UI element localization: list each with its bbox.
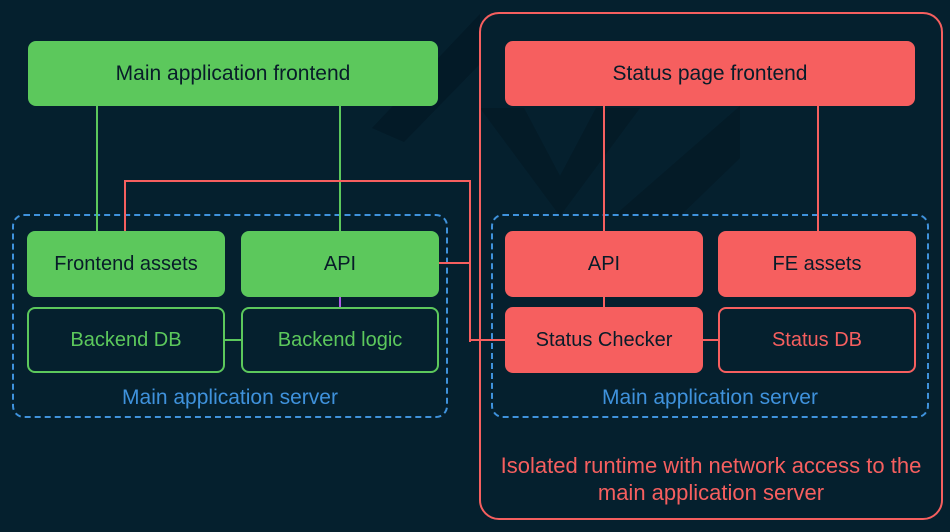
isolated-runtime-container [479, 12, 943, 520]
connector-status-frontend-to-api [603, 106, 605, 231]
connector-status-api-to-checker [603, 297, 605, 307]
status-db-node: Status DB [718, 307, 916, 373]
main-api-label: API [323, 252, 357, 275]
frontend-assets-label: Frontend assets [54, 252, 198, 275]
status-checker-node: Status Checker [505, 307, 703, 373]
status-checker-label: Status Checker [535, 328, 673, 351]
connector-status-frontend-to-fe-assets [817, 106, 819, 231]
connector-checker-horizontal-top [124, 180, 471, 182]
main-application-server-group [12, 214, 448, 418]
connector-backend-db-to-backend-logic [225, 339, 241, 341]
isolated-runtime-caption: Isolated runtime with network access to … [500, 453, 922, 505]
connector-main-frontend-to-frontend-assets [96, 106, 98, 231]
frontend-assets-node: Frontend assets [27, 231, 225, 297]
status-server-group-label: Main application server [602, 386, 818, 409]
backend-logic-node: Backend logic [241, 307, 439, 373]
status-db-label: Status DB [771, 328, 863, 351]
backend-db-node: Backend DB [27, 307, 225, 373]
main-application-frontend-label: Main application frontend [115, 61, 351, 85]
backend-db-label: Backend DB [70, 328, 182, 351]
connector-main-frontend-to-api [339, 106, 341, 231]
status-application-server-group [491, 214, 929, 418]
connector-checker-drop-to-frontend-assets [124, 181, 126, 231]
main-application-frontend-node: Main application frontend [28, 41, 438, 106]
connector-checker-to-main-api [439, 262, 471, 264]
fe-assets-label: FE assets [772, 252, 862, 275]
main-server-group-label: Main application server [122, 386, 338, 409]
connector-checker-entry [469, 339, 507, 341]
status-page-frontend-node: Status page frontend [505, 41, 915, 106]
status-api-label: API [587, 252, 621, 275]
connector-api-to-backend-logic [339, 297, 341, 307]
connector-checker-to-status-db [703, 339, 718, 341]
backend-logic-label: Backend logic [277, 328, 403, 351]
status-api-node: API [505, 231, 703, 297]
status-page-frontend-label: Status page frontend [612, 61, 808, 85]
main-api-node: API [241, 231, 439, 297]
fe-assets-node: FE assets [718, 231, 916, 297]
connector-checker-vertical-mid [469, 180, 471, 342]
